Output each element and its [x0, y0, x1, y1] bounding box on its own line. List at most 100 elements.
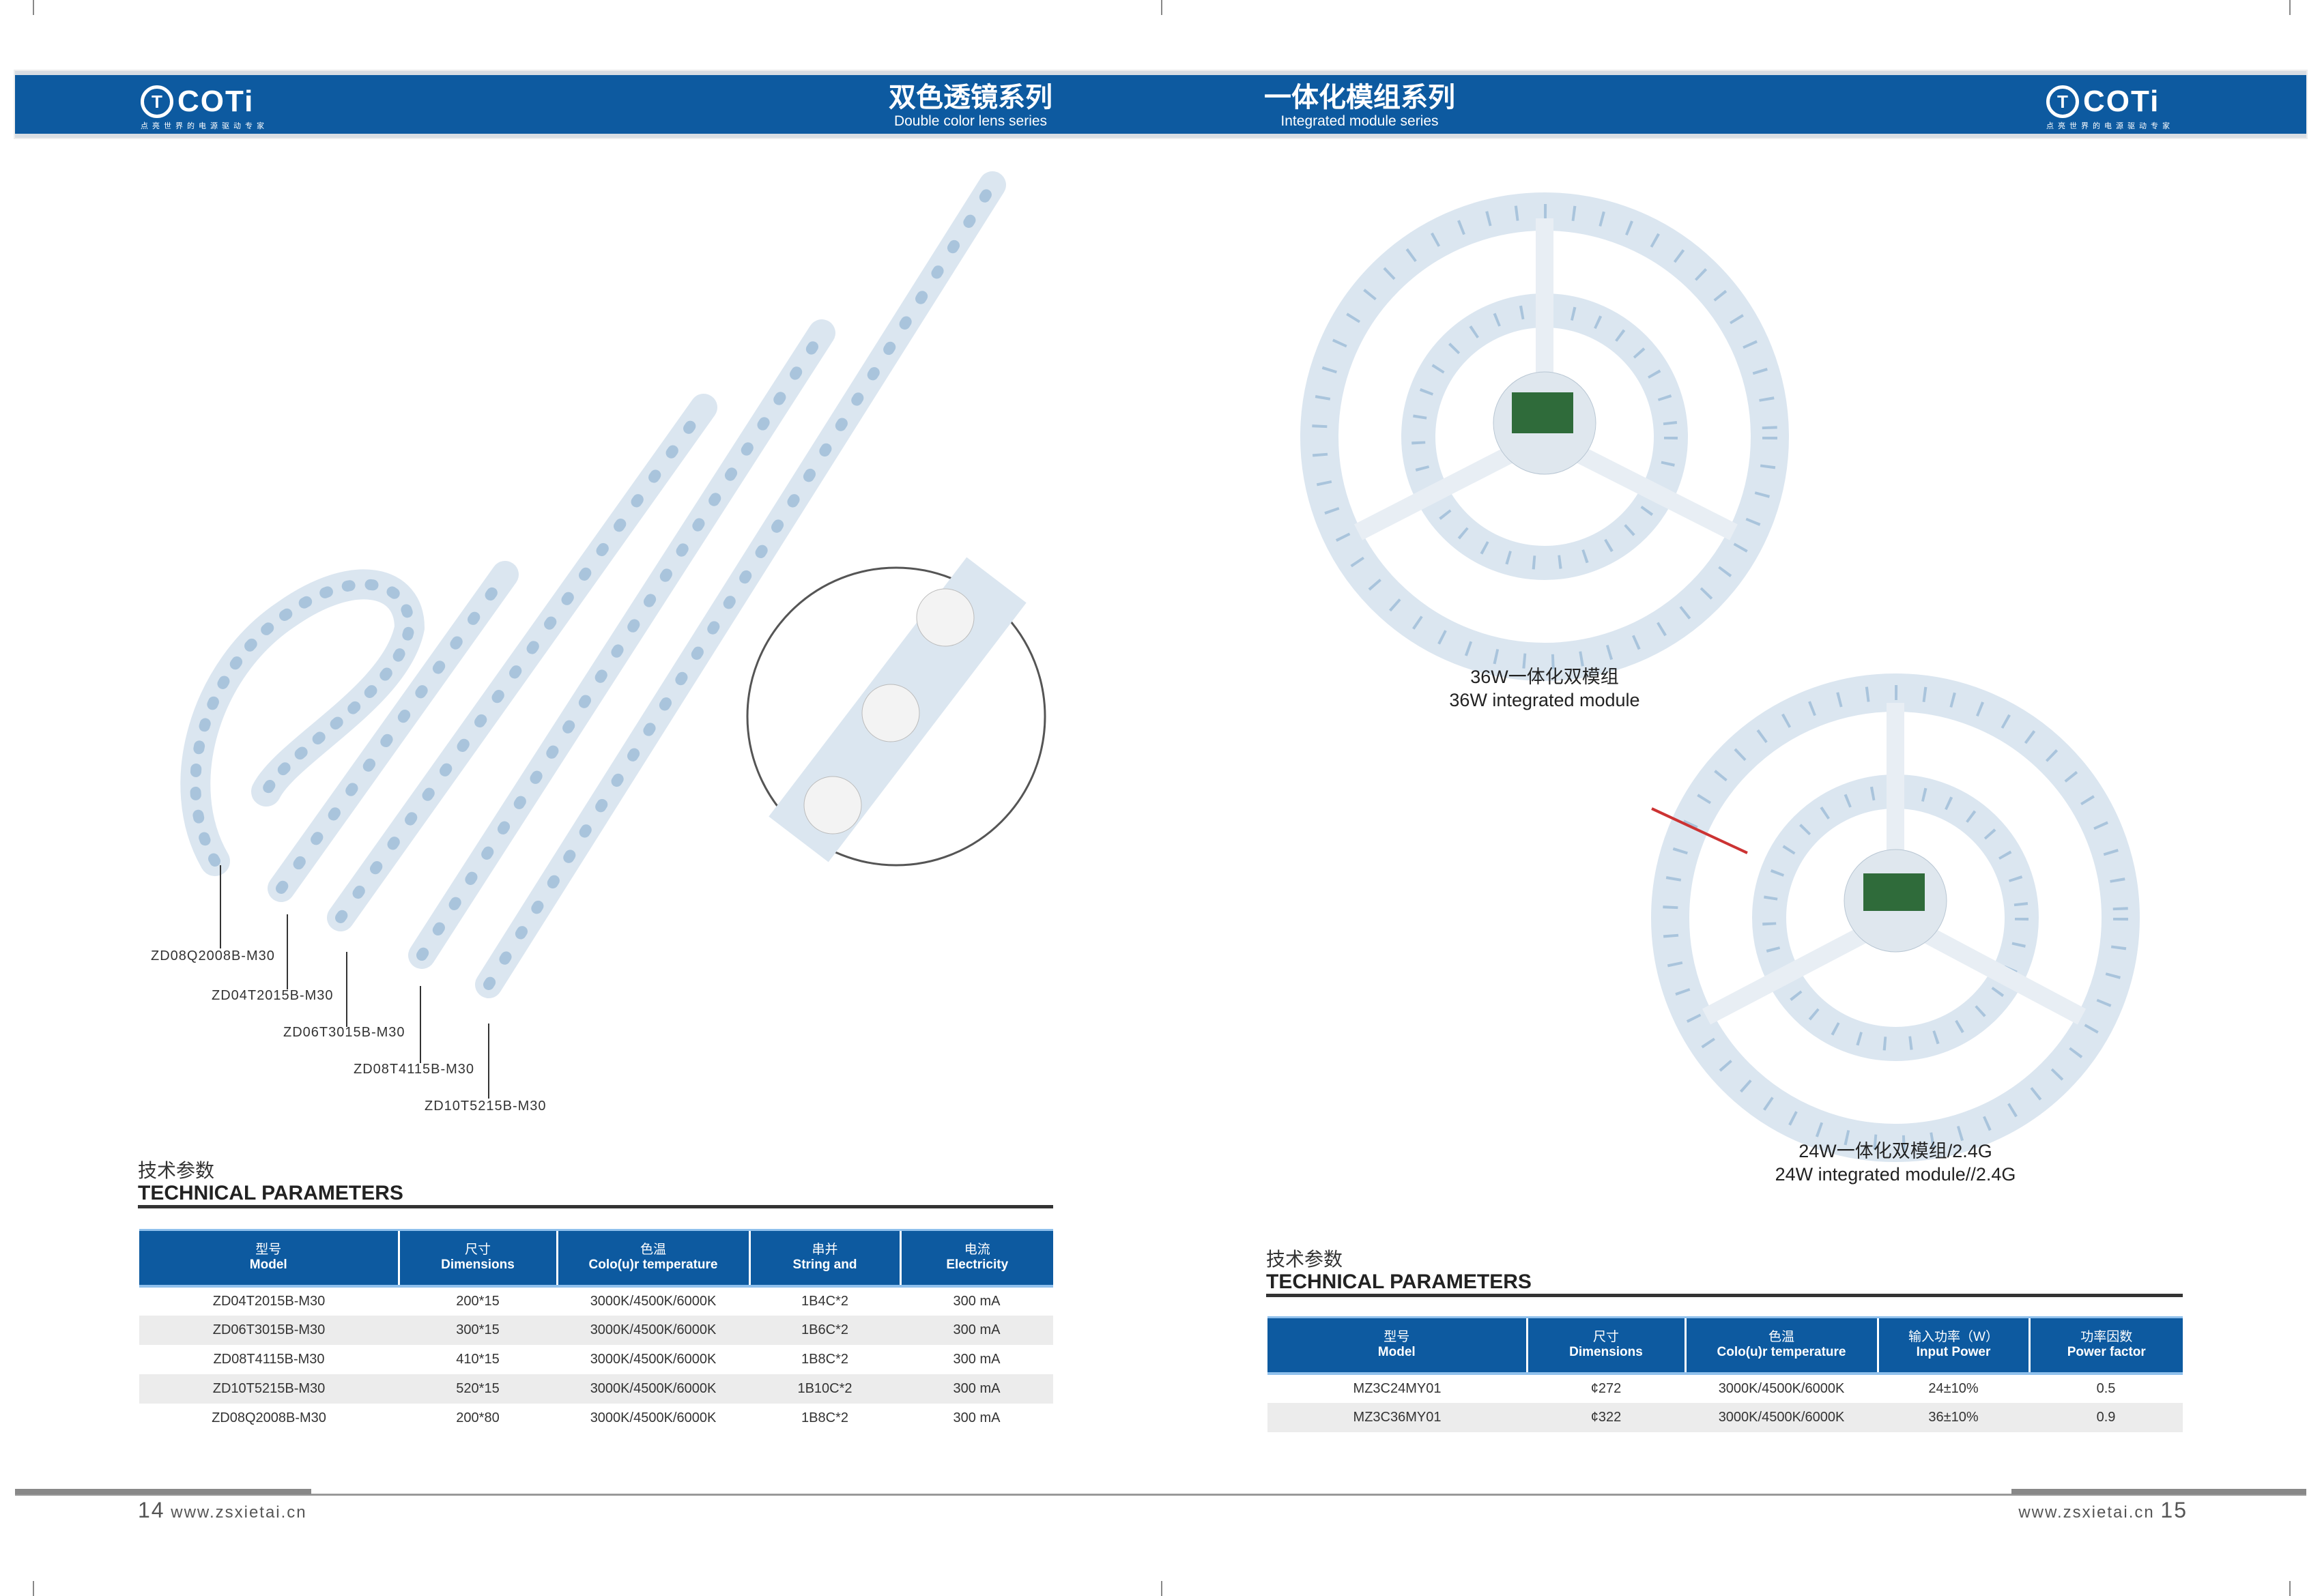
header-text: Model	[1377, 1345, 1416, 1360]
tech-heading-en: TECHNICAL PARAMETERS	[1266, 1271, 1532, 1293]
table-cell: 3000K/4500K/6000K	[1685, 1402, 1878, 1432]
strip-label: ZD08T4115B-M30	[354, 1062, 475, 1077]
left-tech-heading: 技术参数 TECHNICAL PARAMETERS	[138, 1160, 1053, 1208]
table-cell: ZD04T2015B-M30	[212, 1293, 326, 1309]
table-cell: 410*15	[456, 1351, 500, 1367]
left-title-en: Double color lens series	[893, 113, 1048, 129]
table-cell: 300 mA	[953, 1410, 1001, 1425]
header-text: 功率因数	[2080, 1330, 2133, 1345]
table-cell: ZD08T4115B-M30	[213, 1351, 325, 1367]
logo-mark-icon: T	[2046, 85, 2079, 118]
strip-label: ZD10T5215B-M30	[425, 1099, 547, 1114]
divider	[138, 1205, 1053, 1208]
table-cell: MZ3C36MY01	[1267, 1402, 1527, 1432]
magnifier-detail	[746, 557, 1046, 867]
page-number: 14	[138, 1498, 165, 1522]
tech-heading-zh: 技术参数	[1266, 1249, 1343, 1270]
right-page-footer: www.zsxietai.cn 15	[2018, 1498, 2188, 1523]
right-title-zh: 一体化模组系列	[1264, 83, 1455, 113]
left-page-footer: 14 www.zsxietai.cn	[138, 1498, 307, 1523]
right-tech-heading: 技术参数 TECHNICAL PARAMETERS	[1266, 1249, 2183, 1297]
arc-strip	[180, 569, 425, 876]
table-cell: 300 mA	[953, 1293, 1001, 1309]
header-text: Model	[249, 1258, 287, 1273]
caption-zh: 24W一体化双模组/2.4G	[1798, 1141, 1992, 1161]
header-text: 串并	[812, 1243, 838, 1258]
brand-tagline: 点亮世界的电源驱动专家	[2046, 122, 2174, 130]
table-cell: 24±10%	[1928, 1380, 1979, 1396]
footer-accent-bar	[2011, 1489, 2306, 1494]
header-text: 尺寸	[1592, 1330, 1619, 1345]
strip-label: ZD08Q2008B-M30	[151, 948, 275, 963]
right-series-title: 一体化模组系列 Integrated module series	[1264, 82, 1455, 130]
header-text: Electricity	[946, 1258, 1009, 1273]
table-cell: ZD06T3015B-M30	[139, 1315, 399, 1345]
header-text: 型号	[1384, 1330, 1410, 1345]
table-cell: 300 mA	[900, 1374, 1053, 1404]
left-series-title: 双色透镜系列 Double color lens series	[889, 82, 1052, 130]
table-cell: 1B10C*2	[749, 1374, 900, 1404]
header-text: Input Power	[1916, 1345, 1991, 1360]
crop-mark	[2289, 0, 2291, 15]
table-cell: 300 mA	[953, 1351, 1001, 1367]
table-cell: 3000K/4500K/6000K	[557, 1374, 749, 1404]
column-header: 输入功率（W）Input Power	[1876, 1316, 2029, 1375]
header-text: 输入功率（W）	[1908, 1330, 1998, 1345]
crop-mark	[33, 1581, 34, 1596]
table-cell: 1B4C*2	[801, 1293, 848, 1309]
table-cell: 520*15	[399, 1374, 557, 1404]
table-cell: ZD08Q2008B-M30	[212, 1410, 326, 1425]
table-cell: 0.5	[2096, 1380, 2116, 1396]
table-cell: 200*80	[456, 1410, 500, 1425]
module-36w-image	[1300, 192, 1789, 681]
website-url: www.zsxietai.cn	[171, 1503, 307, 1522]
header-text: Colo(u)r temperature	[1717, 1345, 1846, 1360]
label-leader-lines	[220, 865, 489, 1099]
caption-en: 36W integrated module	[1449, 690, 1640, 710]
table-cell: 1B6C*2	[749, 1315, 900, 1345]
table-cell: 3000K/4500K/6000K	[590, 1293, 717, 1309]
footer-rule	[15, 1494, 2306, 1496]
table-cell: MZ3C24MY01	[1353, 1380, 1442, 1396]
header-text: 色温	[1768, 1330, 1794, 1345]
brand-tagline: 点亮世界的电源驱动专家	[141, 122, 268, 130]
strip-2	[327, 394, 717, 931]
header-text: Power factor	[2067, 1345, 2146, 1360]
divider	[1266, 1294, 2183, 1297]
footer-accent-bar	[15, 1489, 311, 1494]
table-cell: 200*15	[456, 1293, 500, 1309]
crop-mark	[33, 0, 34, 15]
header-text: Dimensions	[1569, 1345, 1643, 1360]
table-cell: ¢322	[1527, 1402, 1685, 1432]
table-cell: 300*15	[399, 1315, 557, 1345]
header-text: 型号	[255, 1243, 282, 1258]
header-text: 尺寸	[464, 1243, 491, 1258]
table-cell: 1B8C*2	[801, 1410, 848, 1425]
led-strips-image	[180, 171, 1006, 998]
table-cell: 36±10%	[1878, 1402, 2029, 1432]
strip-label: ZD06T3015B-M30	[283, 1025, 405, 1040]
table-cell: 3000K/4500K/6000K	[590, 1410, 717, 1425]
page-number: 15	[2160, 1498, 2188, 1522]
logo-mark-icon: T	[141, 85, 173, 118]
crop-mark	[2289, 1581, 2291, 1596]
table-cell: 300 mA	[900, 1315, 1053, 1345]
